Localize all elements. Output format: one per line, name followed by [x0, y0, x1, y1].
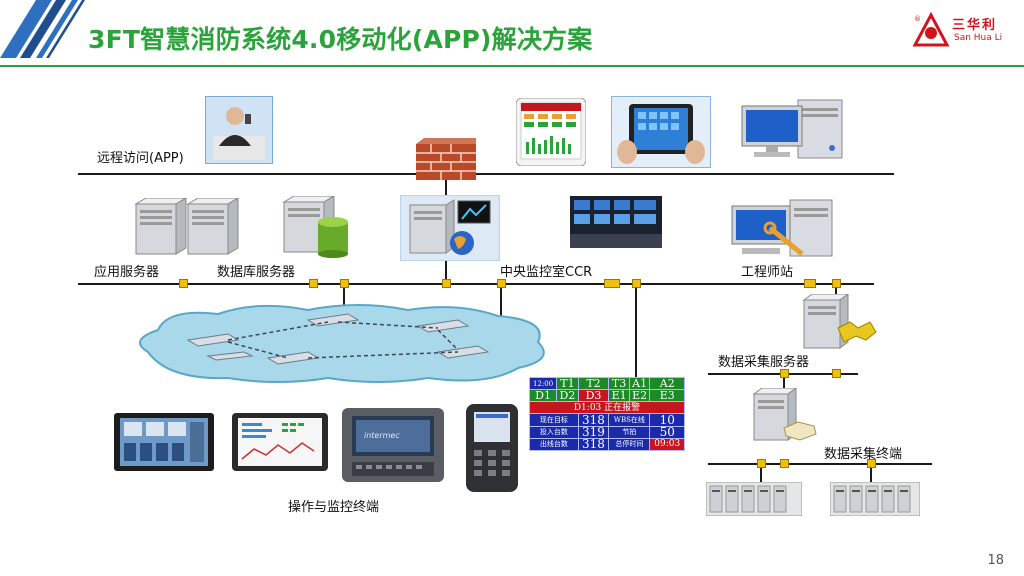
remote-network-line	[78, 173, 894, 175]
line-node	[780, 459, 789, 468]
network-cloud-icon	[139, 304, 545, 383]
bus-node	[179, 279, 188, 288]
remote-user-photo-icon	[205, 96, 273, 164]
board-cell: E2	[628, 389, 651, 403]
board-cell: 318	[577, 437, 610, 452]
bus-node	[340, 279, 349, 288]
bus-node	[309, 279, 318, 288]
page-title: 3FT智慧消防系统4.0移动化(APP)解决方案	[88, 25, 593, 54]
mobile-scanner-icon	[466, 404, 518, 492]
line-node	[780, 369, 789, 378]
database-server-label: 数据库服务器	[217, 265, 296, 280]
desktop-computer-icon	[741, 99, 843, 159]
data-acquisition-terminal-icon	[752, 388, 817, 441]
handheld-terminal-icon: intermec	[342, 408, 444, 482]
board-cell: A1	[628, 376, 651, 391]
board-row: D1:03 正在报警	[529, 401, 685, 415]
bus-node	[832, 279, 841, 288]
plc-connector-2	[870, 463, 872, 483]
bus-node	[632, 279, 641, 288]
board-cell: WBS在线	[608, 413, 651, 427]
board-cell: 节拍	[608, 425, 651, 439]
data-server-connector	[835, 283, 837, 303]
board-cell: 50	[649, 425, 685, 439]
control-room-photo-icon	[570, 196, 662, 248]
firewall-icon	[416, 138, 476, 180]
board-row: 12:00 T1 T2 T3 A1 A2	[528, 376, 685, 391]
company-logo-icon: ®	[912, 12, 950, 47]
page-number: 18	[987, 553, 1004, 568]
board-cell: T3	[608, 376, 630, 391]
terminal-line	[708, 463, 932, 465]
status-board: 12:00 T1 T2 T3 A1 A2 D1 D2 D3 E1 E2 E3 D…	[528, 376, 685, 452]
board-alarm-banner: D1:03 正在报警	[529, 401, 685, 415]
web-server-globe-icon	[400, 195, 500, 261]
board-cell: E3	[649, 389, 685, 403]
mobile-phone-dashboard-icon	[516, 98, 586, 166]
board-cell: D1	[528, 389, 558, 403]
remote-access-label: 远程访问(APP)	[97, 151, 184, 166]
board-cell: D2	[556, 389, 579, 403]
plc-connector-1	[760, 463, 762, 483]
engineer-station-icon	[731, 199, 833, 257]
tablet-monitor-icon	[232, 413, 328, 471]
header-stripes	[0, 0, 85, 58]
database-server-icon	[282, 196, 348, 258]
cloud-connector-2	[500, 283, 502, 325]
logo-subtext: San Hua Li	[954, 33, 1003, 43]
data-terminal-connector	[783, 373, 785, 391]
cloud-connector-1	[343, 283, 345, 325]
board-cell: T1	[556, 376, 579, 391]
board-cell: 总停时间	[608, 437, 651, 452]
status-board-table: 12:00 T1 T2 T3 A1 A2 D1 D2 D3 E1 E2 E3 D…	[528, 376, 685, 452]
main-network-bus	[78, 283, 874, 285]
svg-text:intermec: intermec	[364, 431, 400, 440]
board-cell: A2	[649, 376, 685, 391]
title-underline	[0, 65, 1024, 67]
board-cell: T2	[577, 376, 610, 391]
data-acquisition-terminal-label: 数据采集终端	[824, 447, 903, 462]
tablet-hands-icon	[611, 96, 711, 168]
board-cell-alarm: D3	[577, 389, 610, 403]
board-cell: E1	[608, 389, 630, 403]
bus-node	[497, 279, 506, 288]
board-cell: 投入台数	[529, 425, 579, 439]
plc-controller-icon	[830, 482, 920, 516]
application-server-icon	[134, 198, 239, 255]
board-cell-alarm: 09:03	[649, 437, 685, 452]
board-cell: 12:00	[528, 376, 558, 391]
application-server-label: 应用服务器	[94, 265, 160, 280]
engineer-station-label: 工程师站	[741, 265, 794, 280]
logo-text: 三华利	[952, 18, 998, 33]
data-acquisition-server-icon	[802, 294, 877, 349]
svg-text:®: ®	[914, 15, 921, 23]
data-acquisition-server-label: 数据采集服务器	[718, 355, 810, 370]
touch-panel-icon	[114, 413, 214, 471]
plc-controller-icon	[706, 482, 802, 516]
line-node	[867, 459, 876, 468]
board-cell: 出线台数	[529, 437, 579, 452]
board-cell: 319	[577, 425, 610, 439]
operator-terminal-label: 操作与监控终端	[288, 500, 380, 515]
board-row: 投入台数 319 节拍 50	[529, 425, 685, 439]
line-node	[757, 459, 766, 468]
bus-node	[442, 279, 451, 288]
bus-node	[804, 279, 816, 288]
control-room-label: 中央监控室CCR	[500, 265, 593, 280]
line-node	[832, 369, 841, 378]
bus-node	[604, 279, 620, 288]
board-cell: 现在目标	[529, 413, 579, 427]
board-row: 出线台数 318 总停时间 09:03	[529, 437, 685, 452]
board-row: D1 D2 D3 E1 E2 E3	[528, 389, 685, 403]
board-connector	[635, 283, 637, 377]
